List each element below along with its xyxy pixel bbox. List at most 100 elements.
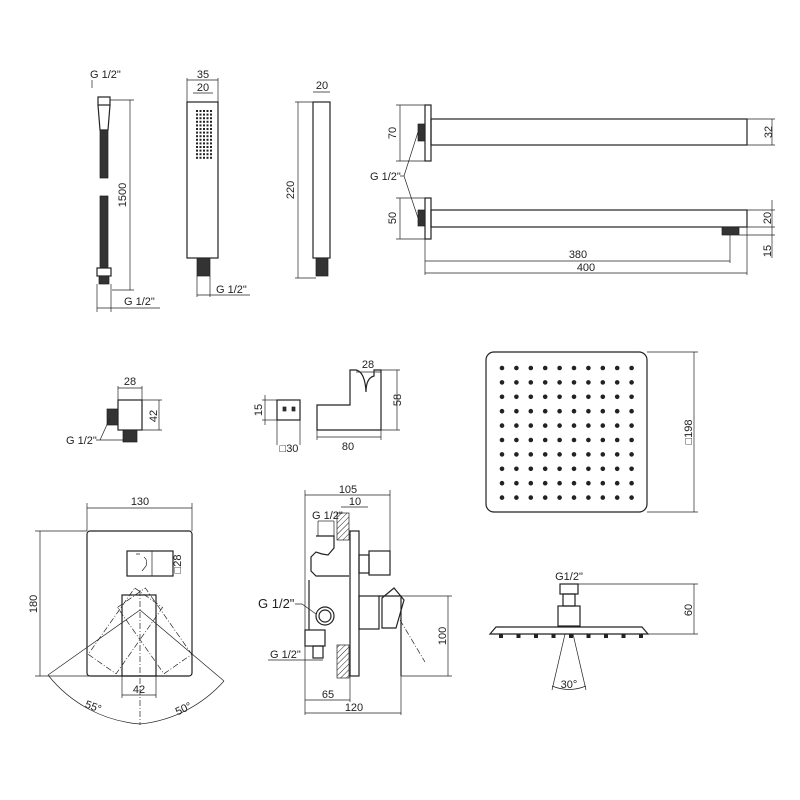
rain-nozzle-dot <box>528 466 534 472</box>
arm-bottom-height-label: 20 <box>762 212 774 224</box>
rain-nozzle-dot <box>557 394 562 400</box>
rain-nozzle-dot <box>571 466 577 472</box>
spray-hole-icon <box>210 138 212 141</box>
holder-height-label: 58 <box>392 394 404 406</box>
rain-nozzle-dot <box>514 408 519 414</box>
spray-hole-icon <box>203 120 205 123</box>
rain-nozzle-dot <box>600 437 606 443</box>
hose-thread-top-label: G 1/2" <box>90 69 121 81</box>
spray-hole-icon <box>210 128 212 130</box>
shower-arms-drawing: 70 32 G 1/2" 50 20 15 380 400 <box>370 104 775 275</box>
rain-nozzle-mark <box>499 634 503 638</box>
rain-nozzle-dot <box>586 480 591 486</box>
spray-hole-icon <box>199 149 202 152</box>
spray-hole-icon <box>199 156 202 159</box>
spray-hole-icon <box>196 128 198 130</box>
mixer-thread-mid-label: G 1/2" <box>258 596 295 611</box>
rain-nozzle-dot <box>629 380 634 385</box>
spray-hole-icon <box>196 138 198 141</box>
spray-hole-icon <box>203 135 205 138</box>
rain-nozzle-dot <box>514 365 519 371</box>
spray-hole-icon <box>206 110 209 112</box>
spray-hole-icon <box>199 131 202 134</box>
rain-head-thread-label: G1/2" <box>555 571 583 583</box>
rain-nozzle-dot <box>586 437 591 443</box>
rain-nozzle-dot <box>614 495 620 500</box>
rain-nozzle-dot <box>586 380 591 385</box>
spray-hole-icon <box>206 117 209 120</box>
rain-nozzle-dot <box>571 408 577 414</box>
rain-nozzle-dot <box>514 423 519 428</box>
mixer-width-label: 130 <box>131 496 149 508</box>
rain-nozzle-dot <box>499 408 505 414</box>
spray-hole-icon <box>199 153 202 156</box>
spray-hole-icon <box>196 135 198 138</box>
rain-nozzle-dot <box>499 452 505 457</box>
arm-length-inner-label: 380 <box>569 249 587 261</box>
rain-nozzle-dot <box>629 466 634 472</box>
rain-head-angle-label: 30° <box>561 679 578 691</box>
rain-nozzle-dot <box>499 437 505 443</box>
holder-front-height-label: 15 <box>253 404 265 416</box>
rain-nozzle-dot <box>571 423 577 428</box>
mixer-depth-overall-label: 120 <box>345 702 363 714</box>
rain-nozzle-dot <box>499 423 505 428</box>
rain-nozzle-dot <box>614 466 620 472</box>
spray-hole-icon <box>199 128 202 130</box>
rain-nozzle-dot <box>614 408 620 414</box>
rain-nozzle-dot <box>629 408 634 414</box>
spray-hole-icon <box>199 138 202 141</box>
rain-nozzle-dot <box>514 452 519 457</box>
arm-flange-bottom-label: 50 <box>387 212 399 224</box>
rain-nozzle-dot <box>600 394 606 400</box>
spray-hole-icon <box>206 149 209 152</box>
spray-hole-icon <box>199 135 202 138</box>
rain-nozzle-dot <box>542 423 548 428</box>
rain-nozzle-dot <box>629 495 634 500</box>
spray-hole-icon <box>199 113 202 116</box>
rain-nozzle-dot <box>514 466 519 472</box>
rain-nozzle-dot <box>557 466 562 472</box>
rain-head-size-label: □198 <box>683 420 695 445</box>
rain-nozzle-dot <box>542 495 548 500</box>
hand-shower-front-drawing: 35 20 G 1/2" <box>186 69 250 297</box>
rain-nozzle-dot <box>600 423 606 428</box>
rain-nozzle-dot <box>586 452 591 457</box>
rain-nozzle-dot <box>557 380 562 385</box>
rain-nozzle-dot <box>557 452 562 457</box>
spray-hole-icon <box>203 128 205 130</box>
rain-nozzle-dot <box>528 365 534 371</box>
spray-hole-icon <box>196 153 198 156</box>
rain-nozzle-dot <box>629 480 634 486</box>
spray-hole-icon <box>206 124 209 127</box>
rain-nozzle-dot <box>600 466 606 472</box>
mixer-angle-right-label: 50° <box>174 700 194 718</box>
rain-nozzle-dot <box>586 365 591 371</box>
rain-nozzle-dot <box>586 423 591 428</box>
rain-nozzle-dot <box>600 480 606 486</box>
spray-hole-icon <box>203 156 205 159</box>
spray-hole-icon <box>206 113 209 116</box>
rain-nozzle-dot <box>499 480 505 486</box>
rain-nozzle-dot <box>528 480 534 486</box>
rain-nozzle-dot <box>571 365 577 371</box>
rain-nozzle-dot <box>528 437 534 443</box>
spray-hole-icon <box>210 124 212 127</box>
rain-nozzle-dot <box>600 495 606 500</box>
spray-hole-icon <box>199 110 202 112</box>
spray-hole-icon <box>206 120 209 123</box>
spray-hole-icon <box>210 113 212 116</box>
rain-nozzle-dot <box>629 437 634 443</box>
rain-nozzle-dot <box>499 380 505 385</box>
rain-nozzle-dot <box>614 437 620 443</box>
spray-hole-icon <box>196 131 198 134</box>
mixer-height-label: 180 <box>28 595 40 613</box>
rain-nozzle-dot <box>600 380 606 385</box>
rain-nozzle-dot <box>629 423 634 428</box>
spray-hole-icon <box>210 142 212 145</box>
rain-head-height-label: 60 <box>683 604 695 616</box>
spray-hole-icon <box>203 142 205 145</box>
rain-nozzle-dot <box>629 394 634 400</box>
rain-nozzle-dot <box>528 423 534 428</box>
spray-hole-icon <box>199 146 202 148</box>
